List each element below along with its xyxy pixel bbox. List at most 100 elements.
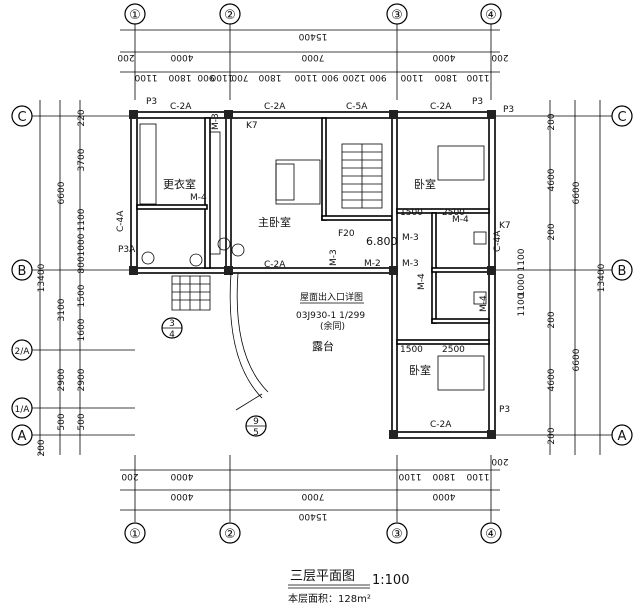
bottom-dimensions: 200 4000 1100 1800 1100 200 4000 7000 40… bbox=[120, 455, 509, 522]
wardrobe bbox=[139, 123, 157, 205]
window-tag: C-2A bbox=[264, 260, 286, 270]
roof-hatch-label: 屋面出入口详图 bbox=[300, 291, 363, 303]
f20-label: F20 bbox=[338, 229, 355, 239]
top-edge-dim-right: 200 bbox=[491, 52, 508, 62]
door-tag: M-3 bbox=[402, 259, 419, 269]
floor-area: 本层面积：128m² bbox=[288, 592, 371, 605]
axis-label: C bbox=[17, 110, 26, 125]
right-sub-dim: 200 bbox=[547, 223, 557, 240]
exterior-stair bbox=[171, 275, 211, 311]
top-sub-dim: 1200 bbox=[342, 72, 365, 82]
top-sub-dim: 700 bbox=[231, 72, 248, 82]
left-dimensions: 13400 6600 3100 2900 220 3700 1100 1000 … bbox=[30, 100, 135, 457]
top-axis-labels: ① ② ③ ④ bbox=[124, 3, 502, 25]
bedroom2-label: 卧室 bbox=[409, 363, 431, 377]
chair bbox=[217, 237, 231, 251]
axis-label: ④ bbox=[485, 527, 497, 542]
top-sub-dim: 1800 bbox=[168, 72, 191, 82]
top-dimensions: 15400 4000 7000 4000 200 200 1100 1800 9… bbox=[117, 18, 509, 100]
axis-bubble bbox=[124, 3, 146, 25]
left-part-dim: 6600 bbox=[57, 181, 67, 204]
left-sub-dim: 1000 bbox=[77, 233, 87, 256]
axis-bubble bbox=[611, 424, 633, 446]
right-dimensions: 13400 6600 6600 200 4600 200 1100 1000 1… bbox=[495, 100, 612, 455]
window-tag: P3 bbox=[503, 105, 514, 115]
room-labels: 更衣室 主卧室 卧室 卧室 露台 屋面出入口详图 03J930-1 1/299 … bbox=[163, 177, 436, 377]
interior-dimensions: 1500 2500 1500 2500 bbox=[400, 208, 465, 355]
axis-label: B bbox=[18, 264, 27, 279]
top-sub-dims: 1100 1800 900 1100 700 1800 1100 900 120… bbox=[134, 72, 489, 82]
axis-label: B bbox=[618, 264, 627, 279]
staircase bbox=[341, 143, 383, 209]
top-sub-dim: 900 bbox=[321, 72, 338, 82]
bottom-sub-dim: 1100 bbox=[398, 471, 421, 481]
top-total-dim: 15400 bbox=[298, 31, 327, 41]
roof-hatch-ref: 03J930-1 1/299 bbox=[296, 311, 365, 321]
top-sub-dim: 1800 bbox=[434, 72, 457, 82]
top-sub-dim: 1800 bbox=[258, 72, 281, 82]
axis-label: A bbox=[18, 429, 27, 444]
axis-bubble bbox=[219, 3, 241, 25]
window-tag: C-2A bbox=[264, 102, 286, 112]
window-tag: C-2A bbox=[430, 102, 452, 112]
right-part-dim: 6600 bbox=[572, 181, 582, 204]
right-sub-dim: 4600 bbox=[547, 168, 557, 191]
axis-label: ① bbox=[129, 527, 141, 542]
left-sub-dim: 500 bbox=[57, 413, 67, 430]
columns bbox=[129, 110, 496, 439]
title-block: 三层平面图 1:100 本层面积：128m² bbox=[288, 569, 409, 605]
top-bay-dim-3: 4000 bbox=[432, 52, 455, 62]
left-sub-dim: 200 bbox=[37, 439, 47, 456]
walls bbox=[130, 111, 496, 439]
top-sub-dim: 1100 bbox=[466, 72, 489, 82]
left-sub-dim: 3700 bbox=[77, 148, 87, 171]
axis-bubble bbox=[11, 105, 33, 127]
left-part-dim: 3100 bbox=[57, 298, 67, 321]
window-tag: C-4A bbox=[116, 210, 126, 232]
left-sub-dim: 800 bbox=[77, 256, 87, 273]
detail-callouts: 3 4 9 5 bbox=[161, 317, 267, 438]
door-tag: M-3 bbox=[211, 113, 221, 130]
bed1 bbox=[437, 145, 485, 181]
top-bay-dim-2: 7000 bbox=[301, 52, 324, 62]
axis-bubble bbox=[611, 105, 633, 127]
axis-bubble bbox=[11, 339, 33, 361]
door-tag: M-3 bbox=[329, 249, 339, 266]
window-tag: P3 bbox=[472, 97, 483, 107]
top-sub-dim: 1100 bbox=[400, 72, 423, 82]
toilet bbox=[473, 231, 487, 245]
bottom-sub-dim: 1100 bbox=[466, 471, 489, 481]
bed2 bbox=[437, 355, 485, 391]
right-axis-labels: C B A bbox=[611, 105, 633, 446]
inner-dim: 1500 bbox=[400, 208, 423, 218]
door-tag: M-4 bbox=[417, 273, 427, 290]
axis-label: 1/A bbox=[15, 405, 31, 415]
master-bed-pillow bbox=[275, 163, 295, 201]
door-tag: M-4 bbox=[479, 295, 489, 312]
right-sub-dim: 1000 bbox=[517, 273, 527, 296]
left-sub-dim: 1100 bbox=[77, 208, 87, 231]
drawing-title: 三层平面图 bbox=[290, 569, 355, 584]
window-tag: K7 bbox=[499, 221, 511, 231]
door-tag: M-4 bbox=[190, 193, 207, 203]
inner-dim: 2500 bbox=[442, 345, 465, 355]
right-total-dim: 13400 bbox=[597, 263, 607, 292]
top-sub-dim: 900 bbox=[197, 72, 214, 82]
right-sub-dim: 1100 bbox=[517, 293, 527, 316]
window-tag: P3 bbox=[499, 405, 510, 415]
inner-dim: 2500 bbox=[442, 208, 465, 218]
axis-bubble bbox=[124, 522, 146, 544]
roof-hatch-note: (余同) bbox=[320, 320, 345, 332]
window-tag: C-2A bbox=[430, 420, 452, 430]
axis-bubble bbox=[611, 259, 633, 281]
window-tag: P3 bbox=[146, 97, 157, 107]
top-sub-dim: 1100 bbox=[294, 72, 317, 82]
right-sub-dim: 4600 bbox=[547, 368, 557, 391]
left-sub-dim: 1600 bbox=[77, 318, 87, 341]
toilet bbox=[473, 291, 487, 305]
bottom-sub-dim: 200 bbox=[121, 471, 138, 481]
bottom-axis-labels: ① ② ③ ④ bbox=[124, 522, 502, 544]
terrace-curve-inner bbox=[236, 272, 269, 393]
detail-sheet: 4 bbox=[169, 330, 175, 340]
